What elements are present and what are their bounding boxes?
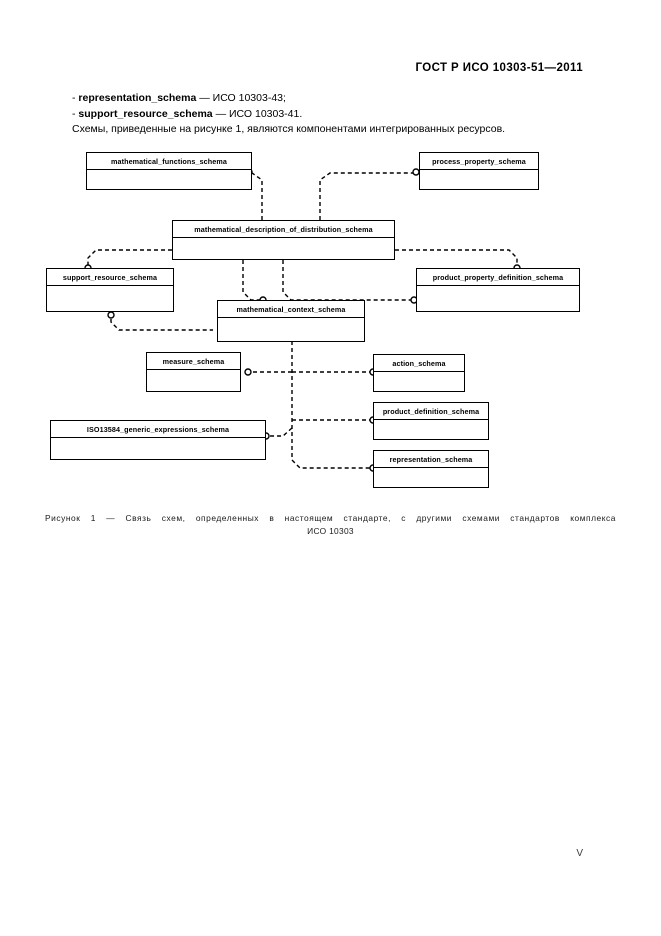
node-product-property-definition-schema[interactable]: product_property_definition_schema [416,268,580,312]
figure-caption: Рисунок 1 — Связь схем, определенных в н… [45,512,616,537]
node-measure-schema[interactable]: measure_schema [146,352,241,392]
node-body-support-resource-schema [47,286,173,311]
figure-1-diagram: mathematical_functions_schema process_pr… [0,140,661,500]
node-body-mathematical-functions-schema [87,170,251,189]
node-body-product-definition-schema [374,420,488,439]
intro-line1-prefix: - [72,92,79,104]
node-title-action-schema: action_schema [374,355,464,372]
node-title-representation-schema: representation_schema [374,451,488,468]
intro-line-representation-schema: - representation_schema — ИСО 10303-43; [72,91,592,107]
intro-line1-suffix: — ИСО 10303-43; [196,92,286,104]
node-title-iso13584-generic-expressions-schema: ISO13584_generic_expressions_schema [51,421,265,438]
node-representation-schema[interactable]: representation_schema [373,450,489,488]
node-body-action-schema [374,372,464,391]
node-support-resource-schema[interactable]: support_resource_schema [46,268,174,312]
node-process-property-schema[interactable]: process_property_schema [419,152,539,190]
intro-line-components: Схемы, приведенные на рисунке 1, являютс… [72,123,506,135]
node-body-process-property-schema [420,170,538,189]
node-body-iso13584-generic-expressions-schema [51,438,265,459]
node-title-mathematical-context-schema: mathematical_context_schema [218,301,364,318]
node-iso13584-generic-expressions-schema[interactable]: ISO13584_generic_expressions_schema [50,420,266,460]
figure-caption-line-1: Рисунок 1 — Связь схем, определенных в н… [45,513,616,523]
node-title-support-resource-schema: support_resource_schema [47,269,173,286]
figure-caption-line-2: ИСО 10303 [307,525,354,536]
page-header-standard-title: ГОСТ Р ИСО 10303-51—2011 [415,62,583,74]
intro-line-support-resource-schema: - support_resource_schema — ИСО 10303-41… [72,107,592,123]
node-body-mathematical-context-schema [218,318,364,341]
intro-line1-schema-name: representation_schema [78,92,197,104]
node-title-mathematical-functions-schema: mathematical_functions_schema [87,153,251,170]
node-title-measure-schema: measure_schema [147,353,240,370]
node-title-mathematical-description-of-distribution-schema: mathematical_description_of_distribution… [173,221,394,238]
intro-line2-suffix: — ИСО 10303-41. [212,107,303,120]
node-mathematical-description-of-distribution-schema[interactable]: mathematical_description_of_distribution… [172,220,395,260]
node-mathematical-context-schema[interactable]: mathematical_context_schema [217,300,365,342]
node-body-representation-schema [374,468,488,487]
node-body-product-property-definition-schema [417,286,579,311]
intro-line2-schema-name: support_resource_schema [78,107,213,120]
node-title-product-definition-schema: product_definition_schema [374,403,488,420]
page-number: V [576,848,583,859]
intro-line2-prefix: - [72,107,79,120]
node-title-process-property-schema: process_property_schema [420,153,538,170]
node-title-product-property-definition-schema: product_property_definition_schema [417,269,579,286]
intro-text-block: - representation_schema — ИСО 10303-43; … [72,91,592,138]
node-mathematical-functions-schema[interactable]: mathematical_functions_schema [86,152,252,190]
node-action-schema[interactable]: action_schema [373,354,465,392]
node-body-mathematical-description-of-distribution-schema [173,238,394,259]
node-product-definition-schema[interactable]: product_definition_schema [373,402,489,440]
node-body-measure-schema [147,370,240,391]
